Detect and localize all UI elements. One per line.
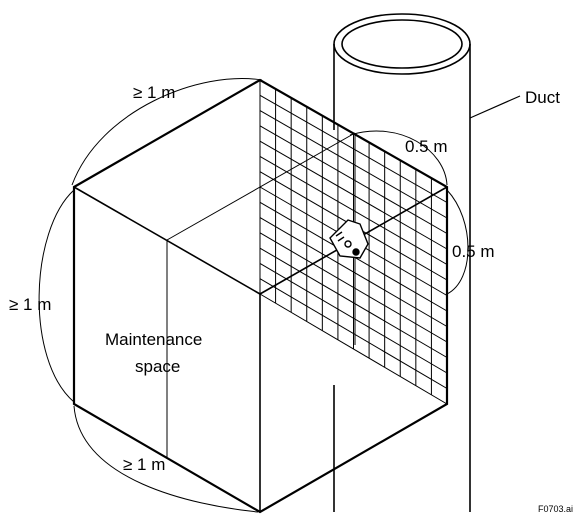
top-clearance-label: ≥ 1 m	[133, 83, 175, 102]
duct-leader-line	[469, 95, 521, 119]
duct-top-outer	[333, 13, 471, 75]
grid-line-horizontal	[259, 247, 448, 358]
arc-bottom-clearance	[73, 405, 259, 513]
grid-line-horizontal	[259, 217, 448, 327]
grid-line-horizontal	[259, 125, 448, 234]
grid-line-horizontal	[259, 278, 448, 389]
arc-left-clearance	[38, 189, 75, 403]
grid-line-horizontal	[259, 262, 448, 374]
bottom-clearance-label: ≥ 1 m	[123, 455, 165, 474]
left-clearance-label: ≥ 1 m	[9, 295, 51, 314]
grid-line-horizontal	[259, 155, 448, 265]
arc-top-clearance	[71, 78, 263, 186]
arc-horizontal-half	[349, 130, 448, 186]
grid-line-horizontal	[259, 110, 448, 219]
duct-pipe	[333, 13, 471, 512]
duct-top-inner	[341, 19, 463, 69]
instrument-icon	[329, 219, 369, 259]
maintenance-box	[72, 78, 449, 514]
dimension-arcs	[38, 78, 469, 513]
grid-line-horizontal	[259, 140, 448, 250]
duct-label: Duct	[525, 88, 560, 107]
horizontal-clearance-label: 0.5 m	[405, 137, 448, 156]
maintenance-space-label-line2: space	[135, 357, 180, 376]
vertical-clearance-label: 0.5 m	[452, 242, 495, 261]
figure-id: F0703.ai	[538, 504, 573, 514]
arc-vertical-half	[446, 189, 469, 295]
grid-line-horizontal	[259, 94, 448, 203]
grid-line-horizontal	[259, 232, 448, 343]
box-mid-cross-1	[166, 132, 356, 241]
maintenance-space-label-line1: Maintenance	[105, 330, 202, 349]
grid-line-horizontal	[259, 293, 448, 405]
